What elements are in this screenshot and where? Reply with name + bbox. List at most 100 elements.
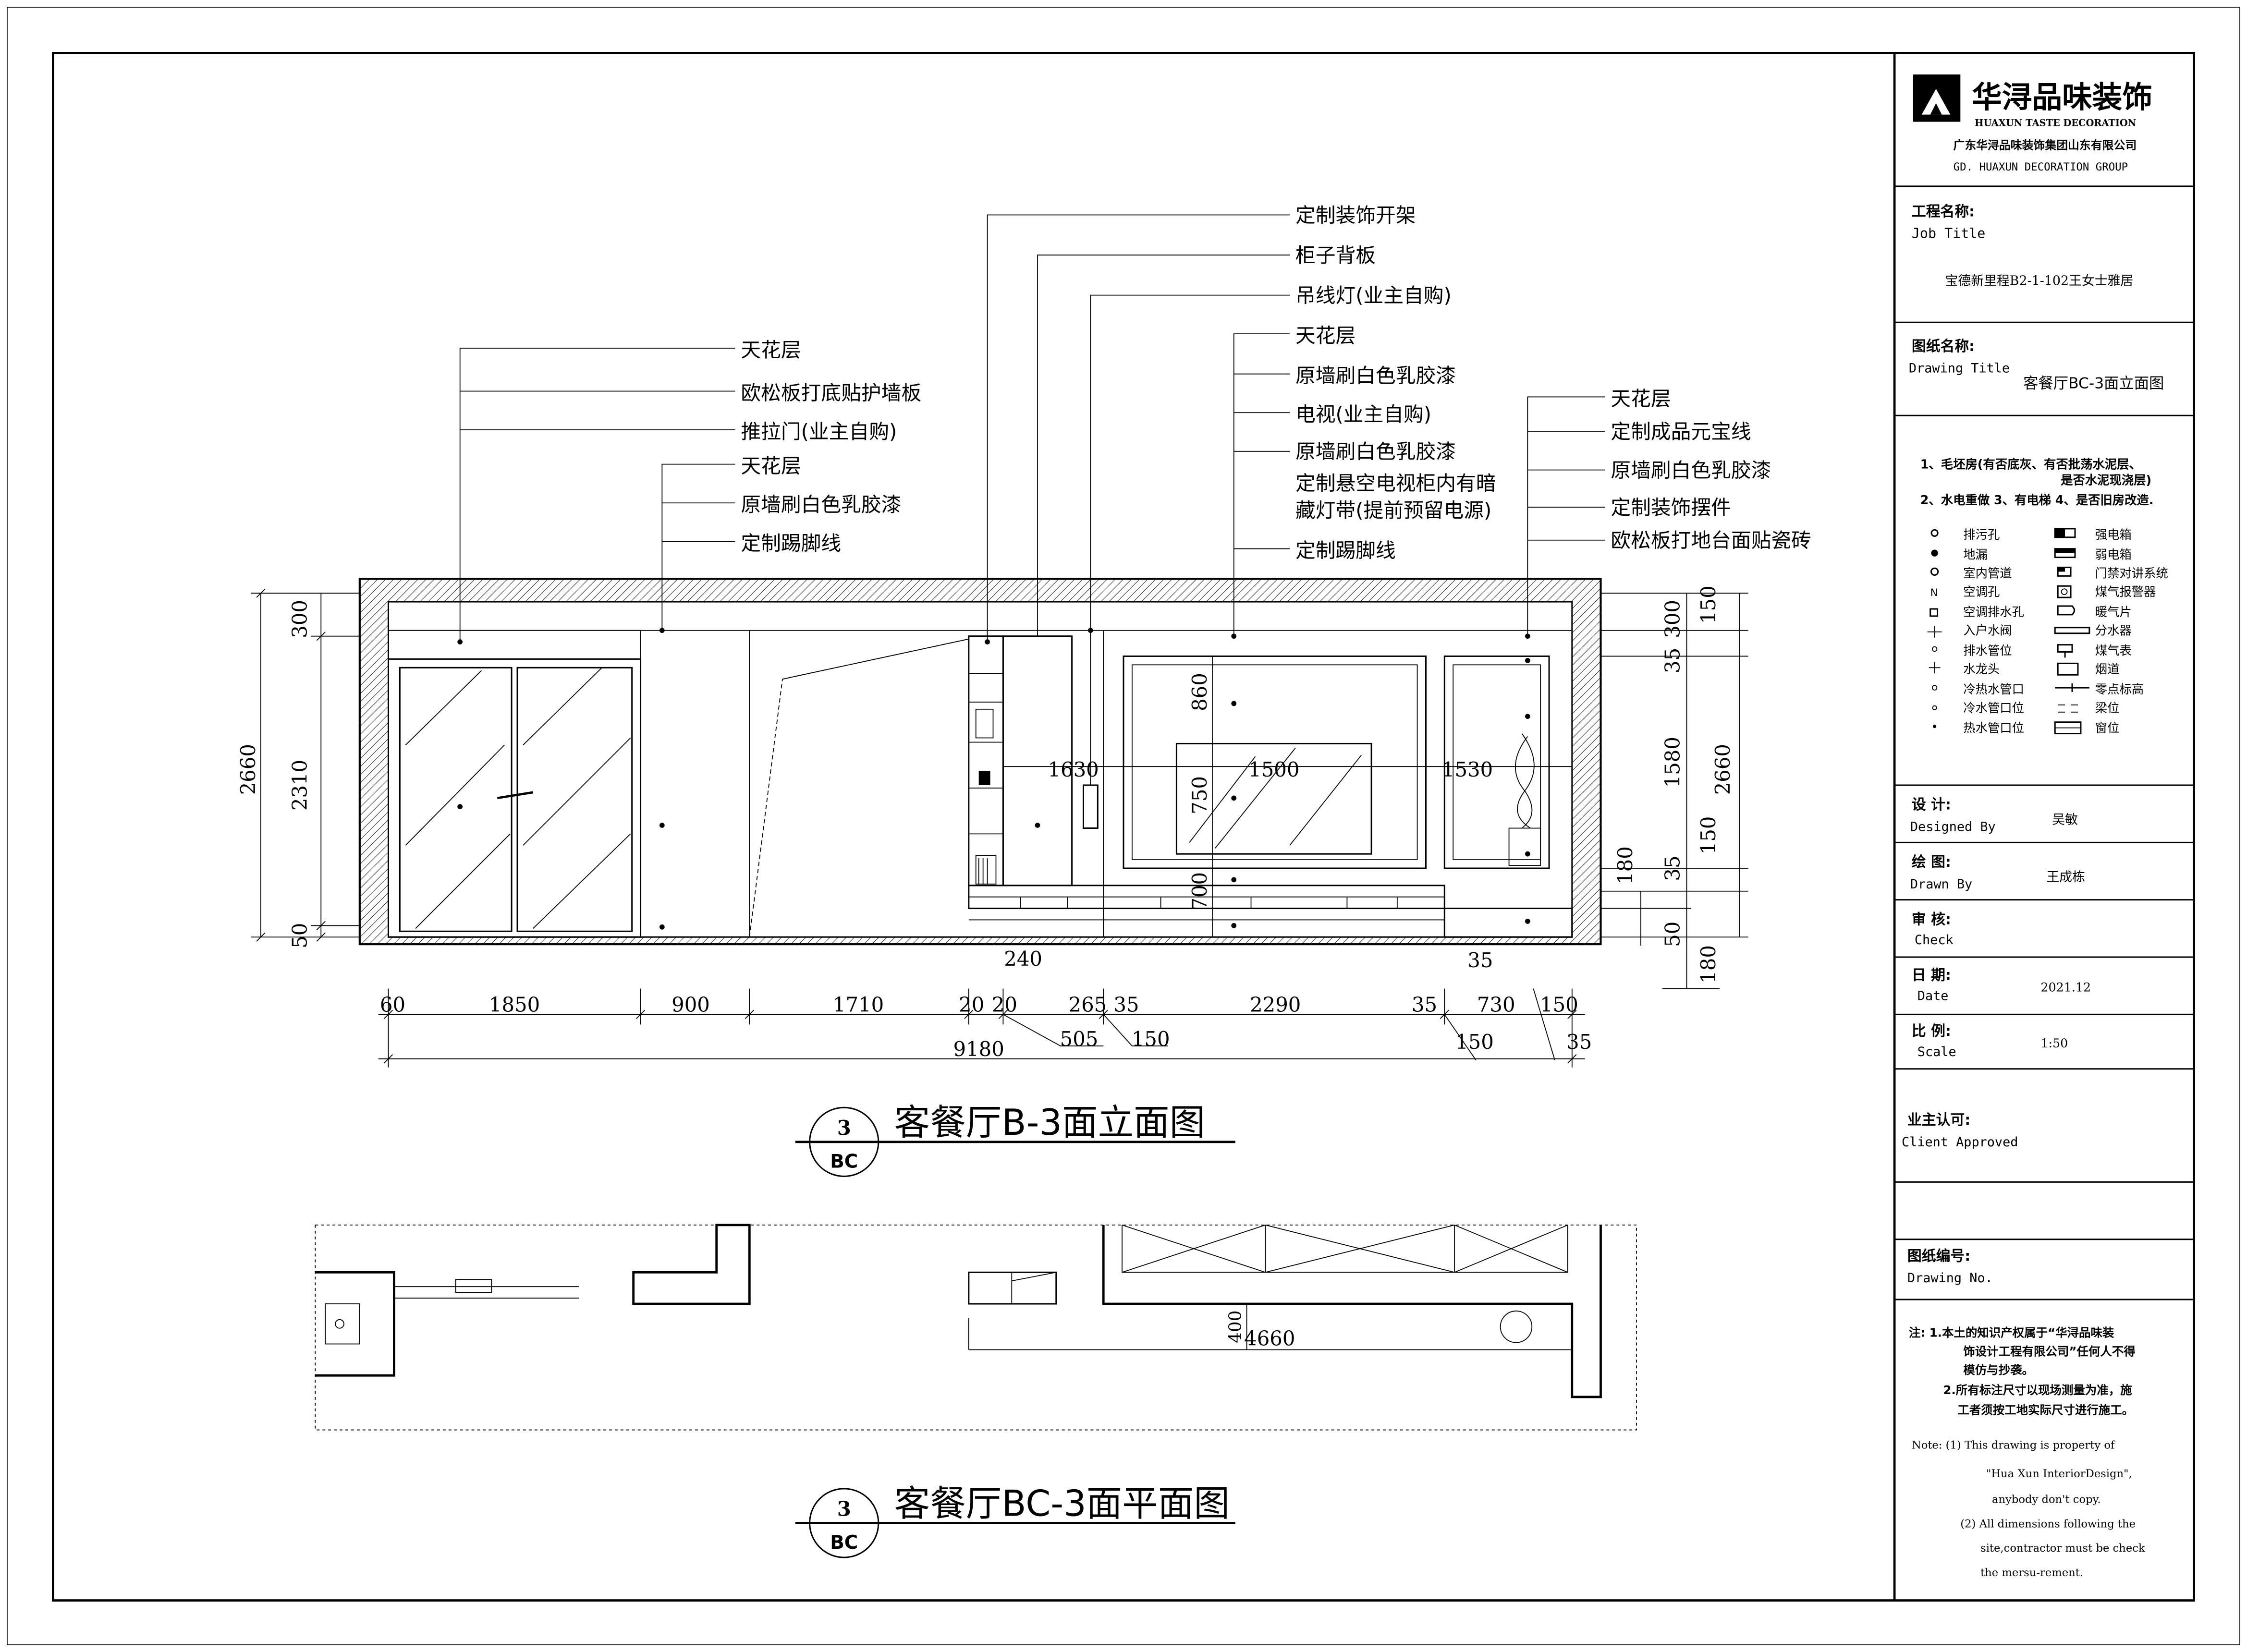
note-line: (2) All dimensions following the xyxy=(1960,1518,2136,1530)
legend-label: 门禁对讲系统 xyxy=(2095,566,2168,580)
elevation-title: 3 BC 客餐厅B-3面立面图 xyxy=(795,1102,1235,1177)
legend-label: 暖气片 xyxy=(2095,605,2132,619)
note-line: 工者须按工地实际尺寸进行施工。 xyxy=(1957,1403,2134,1417)
dim-label: 860 xyxy=(1188,673,1211,711)
section-marker-sheet: BC xyxy=(830,1532,858,1554)
tv-wall-frame-inner xyxy=(1132,664,1418,861)
dim-label: 1500 xyxy=(1248,758,1299,781)
dim-label: 265 xyxy=(1069,993,1107,1016)
dimension-labels-inner: 1630 1500 1530 860 750 700 xyxy=(1048,673,1493,910)
callout-label: 定制成品元宝线 xyxy=(1611,420,1751,443)
dimension-lines-bottom xyxy=(378,988,1585,1068)
dim-label: 50 xyxy=(1661,922,1685,947)
legend-label: 入户水阀 xyxy=(1963,623,2012,638)
tv-wall-frame-outer xyxy=(1123,655,1427,869)
dim-label: 900 xyxy=(672,993,710,1016)
callout-label: 天花层 xyxy=(741,338,801,362)
section-marker-number: 3 xyxy=(837,1116,851,1140)
right-wall-frame-inner xyxy=(1453,664,1541,861)
note-line: 2.所有标注尺寸以现场测量为准，施 xyxy=(1943,1383,2133,1397)
drawing-title-value: 客餐厅BC-3面立面图 xyxy=(2023,375,2164,392)
drafter-name: 王成栋 xyxy=(2046,870,2085,885)
shelf-books xyxy=(975,855,997,885)
plan-drawing: 4660 400 3 BC 客餐厅BC-3面平面图 xyxy=(315,1224,1637,1558)
door-handle xyxy=(497,791,534,800)
callout-label: 藏灯带(提前预留电源) xyxy=(1295,498,1491,522)
shelf-books xyxy=(975,708,994,739)
notes-cn: 注: 1.本土的知识产权属于“华浔品味装 饰设计工程有限公司”任何人不得 模仿与… xyxy=(1909,1326,2136,1417)
elevation-title-text: 客餐厅B-3面立面图 xyxy=(894,1102,1206,1143)
dim-label: 2310 xyxy=(288,760,311,811)
glass-reflection xyxy=(405,667,631,929)
check-label-cn: 审 核: xyxy=(1912,911,1951,928)
tiled-platform xyxy=(1443,908,1573,938)
drawing-label-en: Drawing Title xyxy=(1909,361,2010,376)
plan-shelf xyxy=(968,1271,1057,1305)
dim-label: 1580 xyxy=(1661,737,1685,788)
legend-label: 地漏 xyxy=(1963,547,1988,562)
logo-subtext: HUAXUN TASTE DECORATION xyxy=(1975,118,2136,129)
plan-dim-label: 4660 xyxy=(1244,1327,1295,1350)
scale-value: 1:50 xyxy=(2040,1036,2068,1050)
callout-label: 原墙刷白色乳胶漆 xyxy=(1295,440,1456,463)
date-label-cn: 日 期: xyxy=(1912,967,1951,984)
wall-face xyxy=(388,601,1573,938)
callout-label: 欧松板打底贴护墙板 xyxy=(741,381,921,404)
plan-cabinet xyxy=(1122,1225,1568,1273)
note-top-1: 1、毛坯房(有否底灰、有否批荡水泥层、 xyxy=(1920,457,2141,472)
company-name-en: GD. HUAXUN DECORATION GROUP xyxy=(1954,161,2128,173)
plan-title-text: 客餐厅BC-3面平面图 xyxy=(894,1483,1230,1525)
callouts-center: 定制装饰开架 柜子背板 吊线灯(业主自购) 天花层 原墙刷白色乳胶漆 电视(业主… xyxy=(1295,203,1496,562)
legend-label: 梁位 xyxy=(2095,701,2120,715)
dim-label: 35 xyxy=(1467,948,1493,972)
scale-label-en: Scale xyxy=(1917,1045,1956,1059)
dim-label: 35 xyxy=(1412,993,1437,1016)
legend-label: 热水管口位 xyxy=(1963,721,2024,735)
title-block: 华浔品味装饰 HUAXUN TASTE DECORATION 广东华浔品味装饰集… xyxy=(1893,53,2194,1601)
dim-label: 150 xyxy=(1697,585,1720,624)
dim-label: 240 xyxy=(1004,947,1042,971)
legend-label: 强电箱 xyxy=(2095,527,2132,542)
dim-label: 2660 xyxy=(236,744,260,795)
shelf-ornament xyxy=(978,771,990,785)
legend-label: 空调孔 xyxy=(1963,584,2000,599)
drain-hole-icon xyxy=(1930,529,1939,537)
dim-label: 1530 xyxy=(1442,758,1493,781)
dim-label: 35 xyxy=(1661,648,1685,673)
legend-label: 烟道 xyxy=(2095,662,2120,676)
date-value: 2021.12 xyxy=(2040,980,2091,995)
plan-sculpture xyxy=(1500,1311,1533,1343)
note-line: anybody don't copy. xyxy=(1992,1494,2101,1506)
callout-label: 电视(业主自购) xyxy=(1295,402,1431,426)
callout-label: 原墙刷白色乳胶漆 xyxy=(1295,364,1456,388)
dim-label: 20 xyxy=(959,993,984,1016)
design-label-en: Designed By xyxy=(1910,819,1996,834)
dim-label: 1710 xyxy=(833,993,884,1016)
client-label-en: Client Approved xyxy=(1902,1135,2018,1150)
gas-meter-icon xyxy=(2057,644,2073,658)
plan-title: 3 BC 客餐厅BC-3面平面图 xyxy=(795,1483,1235,1558)
dim-label: 2290 xyxy=(1250,993,1301,1016)
floor-drain-icon xyxy=(1931,549,1938,557)
callout-label: 柜子背板 xyxy=(1295,243,1376,267)
dim-label: 180 xyxy=(1613,846,1637,885)
ac-hole-icon: N xyxy=(1930,587,1938,598)
legend-label: 煤气表 xyxy=(2095,643,2132,657)
cold-outlet-icon xyxy=(1932,705,1937,710)
job-title-value: 宝德新里程B2-1-102王女士雅居 xyxy=(1945,274,2134,289)
callout-label: 定制悬空电视柜内有暗 xyxy=(1295,471,1496,495)
flue-icon xyxy=(2057,662,2079,676)
dim-label: 700 xyxy=(1188,872,1211,911)
legend-label: 冷热水管口 xyxy=(1963,682,2024,696)
ac-drain-icon xyxy=(1929,608,1939,617)
drawing-no-label-en: Drawing No. xyxy=(1907,1271,1993,1286)
drawing-label-cn: 图纸名称: xyxy=(1912,338,1975,355)
plan-sliding-door xyxy=(393,1272,579,1299)
callout-label: 天花层 xyxy=(1611,387,1671,410)
pendant-lamp xyxy=(1082,784,1099,829)
dim-label: 1850 xyxy=(489,993,540,1016)
plan-boundary xyxy=(315,1225,1637,1431)
radiator-icon xyxy=(2057,605,2075,616)
dim-total-label: 9180 xyxy=(953,1037,1004,1061)
section-marker-sheet: BC xyxy=(830,1151,858,1173)
